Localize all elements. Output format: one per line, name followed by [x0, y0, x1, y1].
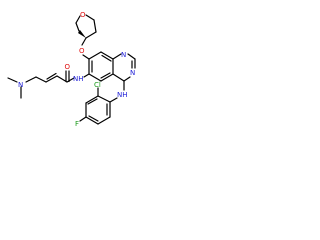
bond-c8-c7-inner [101, 54, 112, 62]
atom-amide-nh: NH [73, 75, 84, 83]
bond-thf-c3-c4 [85, 31, 97, 39]
atom-carbonyl-o: O [65, 63, 71, 71]
bond-ar5-ar6 [97, 116, 111, 125]
bond-co-nh [66, 77, 75, 83]
bond-ar2-ar3 [85, 95, 99, 104]
bond-thf-c4-c5 [93, 19, 97, 33]
bond-thf-c5-o [85, 14, 95, 21]
bond-c4a-c8a [100, 73, 114, 82]
atom-ether-o: O [79, 47, 85, 55]
bond-ar1-ar2 [97, 95, 111, 103]
bond-o-ch [81, 37, 87, 46]
atom-thf-o: O [80, 11, 86, 19]
bond-ar2-ar3-inner [87, 98, 98, 105]
atom-quin-n-upper: N [121, 51, 126, 59]
bond-ch-co [56, 75, 68, 83]
bond-n3-c4 [123, 76, 131, 82]
bond-me1-n [7, 77, 18, 83]
bond-n-ch2 [25, 76, 37, 83]
bond-c7-o [82, 54, 90, 60]
atom-n-dimethyl: N [18, 81, 23, 89]
bond-ch2-ch [35, 76, 47, 83]
bond-nh-ar [109, 97, 118, 103]
atom-aniline-nh: NH [117, 91, 128, 99]
bond-thf-o-c2 [75, 15, 81, 24]
bond-c4a-c8a-inner [100, 72, 111, 79]
bond-c5-c4a [88, 73, 102, 82]
atom-chloro: Cl [94, 81, 101, 89]
bond-n1-c2 [127, 53, 136, 60]
bond-c8-c7 [100, 51, 114, 60]
bond-ch-ch [45, 75, 58, 83]
bond-ch-ch-double [46, 72, 57, 80]
bond-c4-c4a [112, 73, 125, 82]
stereo-wedge [78, 30, 86, 38]
bond-ar4-ar5-inner [88, 115, 99, 122]
atom-quin-n-lower: N [130, 69, 135, 77]
atom-fluoro: F [75, 120, 79, 128]
bond-c7-c6 [88, 51, 102, 60]
bond-thf-c2-c3 [75, 22, 80, 32]
bond-ar-f [79, 116, 87, 122]
bond-nh-ring [83, 73, 90, 78]
chemical-structure-diagram: N O NH O O N N NH Cl F [7, 11, 136, 128]
bond-c8a-n1 [112, 53, 122, 60]
bond-ar4-ar5 [85, 116, 99, 125]
